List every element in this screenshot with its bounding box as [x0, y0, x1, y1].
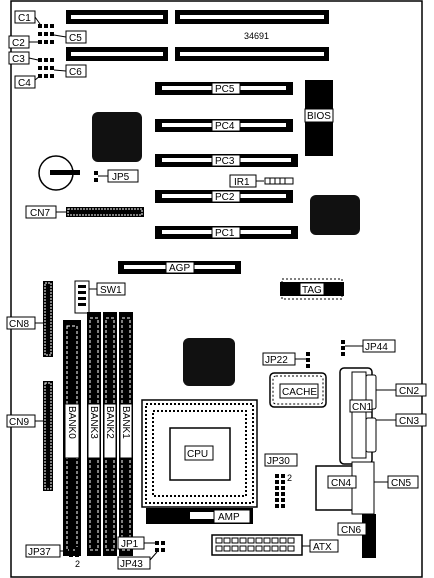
pci-slot-1: PC1 — [155, 226, 298, 239]
pci-slot-5: PC5 — [155, 82, 293, 95]
serial-connectors: CN1 CN2 CN3 — [339, 367, 427, 465]
svg-text:C6: C6 — [69, 67, 82, 78]
agp-slot: AGP — [118, 261, 241, 274]
svg-text:BANK3: BANK3 — [88, 406, 99, 439]
chipset-cache-controller — [183, 338, 235, 386]
svg-text:IR1: IR1 — [234, 177, 250, 188]
tag-ram-chip: TAG — [280, 278, 344, 300]
svg-text:CN9: CN9 — [9, 417, 29, 428]
atx-power-connector: ATX — [211, 534, 339, 556]
memory-bank-0: BANK0 — [63, 320, 81, 556]
svg-text:BIOS: BIOS — [307, 111, 331, 122]
jumper-jp5: JP5 — [94, 169, 139, 183]
jumper-jp22: JP22 — [262, 352, 310, 368]
bios-chip: BIOS — [304, 80, 334, 156]
svg-text:JP22: JP22 — [265, 355, 288, 366]
connector-ir1: IR1 — [229, 174, 294, 188]
chipset-south — [310, 195, 360, 235]
svg-text:C2: C2 — [12, 38, 25, 49]
label-c4: C4 — [14, 75, 41, 89]
switch-sw1: SW1 — [74, 280, 126, 314]
svg-text:CN1: CN1 — [352, 402, 372, 413]
svg-text:PC2: PC2 — [215, 192, 235, 203]
svg-text:CN3: CN3 — [399, 416, 419, 427]
memory-bank-3: BANK3 — [87, 312, 101, 556]
label-c2: C2 — [8, 35, 38, 49]
svg-text:ATX: ATX — [313, 542, 332, 553]
svg-text:CN8: CN8 — [9, 319, 29, 330]
connector-cn6: CN6 — [337, 514, 376, 558]
svg-text:SW1: SW1 — [100, 285, 122, 296]
svg-text:BANK1: BANK1 — [120, 406, 131, 439]
svg-text:CN5: CN5 — [391, 478, 411, 489]
connector-cn9: CN9 — [6, 381, 53, 491]
svg-text:PC3: PC3 — [215, 156, 235, 167]
connector-cn7: CN7 — [25, 205, 144, 219]
svg-text:C4: C4 — [18, 78, 31, 89]
svg-text:2: 2 — [75, 559, 80, 569]
svg-text:CN6: CN6 — [341, 525, 361, 536]
svg-text:PC4: PC4 — [215, 121, 235, 132]
jumper-jp1-jp43: JP1 JP43 — [117, 536, 165, 570]
jumper-jp30: JP30 2 — [264, 453, 298, 508]
battery — [38, 155, 80, 191]
svg-text:CN7: CN7 — [30, 208, 50, 219]
pci-slot-4: PC4 — [155, 119, 293, 132]
svg-text:CN2: CN2 — [399, 386, 419, 397]
memory-bank-2: BANK2 — [103, 312, 117, 556]
connector-cn4-cn5: CN4 CN5 — [315, 461, 419, 515]
label-c1: C1 — [14, 10, 41, 25]
svg-text:BANK2: BANK2 — [104, 406, 115, 439]
pci-slot-2: PC2 — [155, 190, 293, 203]
svg-text:CN4: CN4 — [331, 478, 351, 489]
svg-text:C1: C1 — [18, 13, 31, 24]
svg-text:2: 2 — [287, 473, 292, 483]
label-c6: C6 — [53, 64, 87, 78]
label-c5: C5 — [53, 30, 87, 44]
isa-slot-1 — [66, 10, 329, 24]
pci-slot-3: PC3 — [155, 154, 298, 167]
svg-text:C3: C3 — [12, 54, 25, 65]
cpu-socket: CPU — [141, 399, 258, 508]
svg-text:CACHE: CACHE — [282, 387, 317, 398]
svg-text:C5: C5 — [69, 33, 82, 44]
svg-text:BANK0: BANK0 — [66, 406, 77, 439]
svg-text:JP43: JP43 — [120, 559, 143, 570]
svg-text:JP37: JP37 — [28, 547, 51, 558]
jumper-jp44: JP44 — [341, 339, 396, 356]
svg-text:TAG: TAG — [302, 285, 322, 296]
svg-text:AMP: AMP — [218, 512, 240, 523]
svg-text:PC1: PC1 — [215, 228, 235, 239]
svg-text:JP5: JP5 — [112, 172, 130, 183]
board-model-number: 34691 — [244, 31, 269, 41]
amp-socket-lever: AMP — [146, 508, 253, 524]
svg-text:JP30: JP30 — [267, 456, 290, 467]
cache-chip: CACHE — [269, 372, 327, 408]
connector-cn8: CN8 — [6, 281, 53, 357]
svg-text:JP44: JP44 — [365, 342, 388, 353]
jumper-jp37: JP37 2 — [25, 544, 80, 569]
svg-text:PC5: PC5 — [215, 84, 235, 95]
isa-slot-2 — [66, 47, 329, 61]
label-c3: C3 — [8, 51, 39, 65]
memory-bank-1: BANK1 — [119, 312, 133, 556]
svg-text:JP1: JP1 — [121, 539, 139, 550]
svg-text:CPU: CPU — [187, 449, 208, 460]
chipset-north — [92, 112, 142, 162]
svg-text:AGP: AGP — [169, 263, 190, 274]
